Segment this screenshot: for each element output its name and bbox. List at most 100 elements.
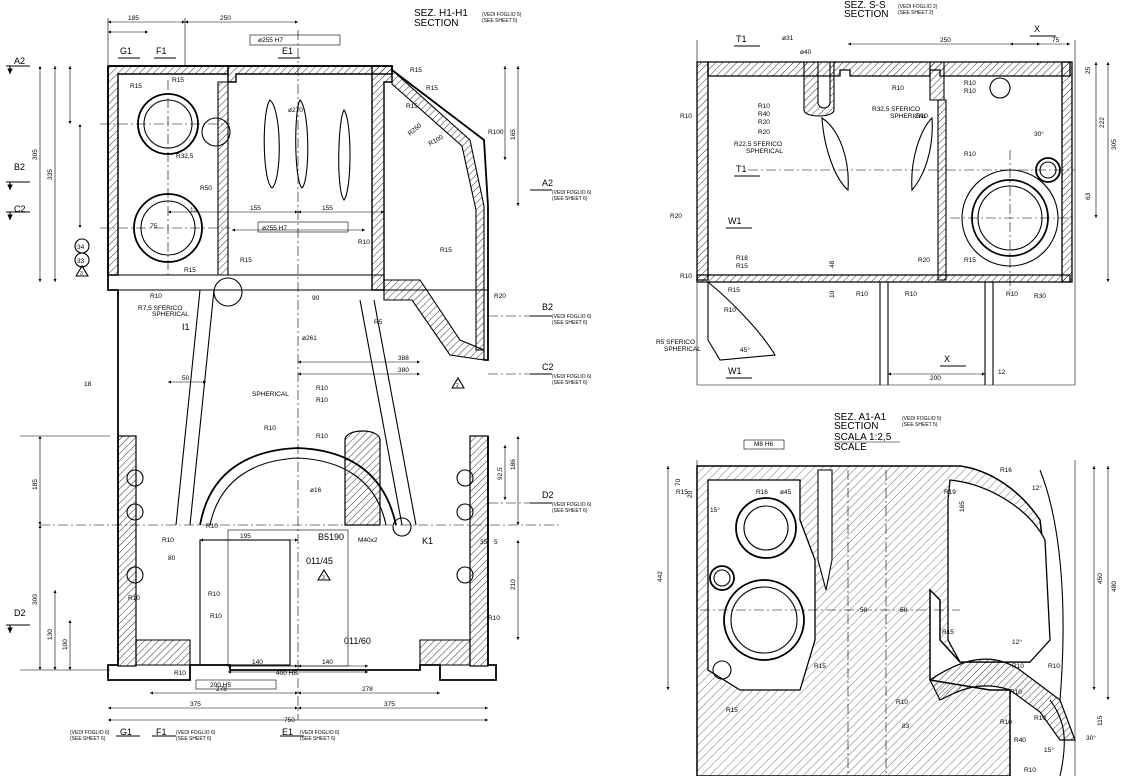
a1-bore-45: ø45 <box>780 489 792 496</box>
s-top-hatch <box>707 61 1071 77</box>
r15-e: R15 <box>240 257 252 264</box>
cut-a2-ref2: (SEE SHEET 6) <box>552 196 588 202</box>
r400: R100 <box>428 134 445 148</box>
s-sph-3: SPHERICAL <box>664 346 701 353</box>
a1-dim-83: 83 <box>902 723 910 730</box>
a1-m8: M8 H6 <box>754 441 774 448</box>
triangle-2-text: 2 <box>456 383 459 389</box>
dim-35: 35 <box>480 539 488 546</box>
label-m40: M40x2 <box>358 537 378 544</box>
a1-bore-lower-inner <box>730 586 798 654</box>
dim-18: 18 <box>84 381 92 388</box>
a1-subtitle: SECTION <box>834 421 878 432</box>
s-dim-75: 75 <box>1052 37 1060 44</box>
s-r10-c: R10 <box>892 85 904 92</box>
a1-r16-b: R16 <box>1000 467 1012 474</box>
label-i1: I1 <box>182 322 190 332</box>
a1-ang-12: 12° <box>1032 484 1042 492</box>
s-r15-b: R15 <box>728 287 740 294</box>
r7-5: R7,5 SFERICO <box>138 305 182 312</box>
cut-g1-ref: (VEDI FOGLIO 6) <box>70 730 110 736</box>
r7-5-sph: SPHERICAL <box>152 311 189 318</box>
dim-750: 750 <box>284 717 295 724</box>
r15-b: R15 <box>172 77 184 84</box>
a1-channel <box>817 469 833 591</box>
h1-right-web-hatch <box>371 65 393 291</box>
s-r15-sph: R5 SFERICO <box>656 339 695 346</box>
s-small-bore <box>989 77 1011 99</box>
s-sph-1: SPHERICAL <box>890 113 927 120</box>
a1-ref2: (SEE SHEET 5) <box>902 422 938 428</box>
h1-small-bore-2 <box>213 277 243 307</box>
dim-388: 388 <box>398 355 409 362</box>
cut-c2-ref2: (SEE SHEET 6) <box>552 380 588 386</box>
dim-75: 75 <box>150 223 158 230</box>
a1-dim-480: 480 <box>1111 581 1118 592</box>
a1-outer-curve-2 <box>1039 469 1064 701</box>
h1-ref2: (SEE SHEET 5) <box>482 18 518 24</box>
h1-small-bore <box>201 117 231 147</box>
h1-stem-right <box>359 299 403 526</box>
section-s-view: SEZ. S-S SECTION (VEDI FOGLIO 2) (SEE SH… <box>656 0 1118 386</box>
h1-slot-3 <box>338 109 351 201</box>
s-ref2: (SEE SHEET 2) <box>898 10 934 16</box>
s-ang-30: 30° <box>1034 130 1044 138</box>
a1-dim-450: 450 <box>1097 573 1104 584</box>
bore-255-frame <box>257 221 349 233</box>
h1-cut-markers-right <box>488 189 552 504</box>
s-r18: R18 <box>736 255 748 262</box>
r10-g: R10 <box>206 523 218 530</box>
cut-e1-ref2: (SEE SHEET 6) <box>300 736 336 742</box>
h1-slot-1 <box>263 99 280 189</box>
s-r10-h: R10 <box>680 273 692 280</box>
a1-ang-30: 30° <box>1086 734 1096 742</box>
s-r10-i: R10 <box>724 307 736 314</box>
dim-185v: 185 <box>32 479 39 490</box>
a1-bore-upper-inner <box>743 505 789 551</box>
s-cut-w1-top: W1 <box>728 216 742 226</box>
h1-box-2 <box>227 529 349 667</box>
cut-b2-ref: (VEDI FOGLIO 6) <box>552 314 592 320</box>
cut-f1-bottom: F1 <box>156 727 167 737</box>
s-floor-hatch <box>696 274 1071 283</box>
s-dim-200: 200 <box>930 375 941 382</box>
dim-200-frame <box>195 679 277 690</box>
s-horn-2 <box>911 116 933 192</box>
h1-hole-7 <box>392 517 412 537</box>
dim-155b: 155 <box>322 205 333 212</box>
label-011-60: 011/60 <box>344 636 371 646</box>
r250: R250 <box>407 122 424 138</box>
s-rib-1 <box>803 61 835 117</box>
dim-185: 185 <box>128 15 139 22</box>
h1-cut-markers-left <box>6 65 30 633</box>
s-r20-a: R20 <box>758 119 770 126</box>
a1-r10-f: R10 <box>1034 715 1046 722</box>
dim-278a: 278 <box>216 686 227 693</box>
s-dim-305: 305 <box>1111 139 1118 150</box>
dim-100: 100 <box>62 639 69 650</box>
s-dim-48: 48 <box>829 260 836 268</box>
dim-195: 195 <box>240 533 251 540</box>
r10-k: R10 <box>128 595 140 602</box>
s-dim-12: 12 <box>998 369 1006 376</box>
bore-256-frame <box>249 34 341 46</box>
s-r32: R32,5 SFERICO <box>872 106 920 113</box>
a1-dim-442: 442 <box>657 571 664 582</box>
s-r20-d: R20 <box>918 257 930 264</box>
s-right-wall <box>1061 61 1073 283</box>
r10-l: R10 <box>174 670 186 677</box>
h1-box-1 <box>199 539 291 666</box>
r15-c: R15 <box>426 85 438 92</box>
s-r10-f: R10 <box>964 151 976 158</box>
a1-dim-115: 115 <box>1097 715 1104 726</box>
section-a1-view: SEZ. A1-A1 SECTION (VEDI FOGLIO 5) (SEE … <box>657 412 1118 776</box>
r5-a: R15 <box>406 103 418 110</box>
a1-scale: SCALA 1:2,5 <box>834 432 892 443</box>
a1-r10-g: R10 <box>1024 767 1036 774</box>
h1-stem-left-2 <box>189 289 215 526</box>
cut-a2-left: A2 <box>14 56 25 66</box>
cut-e1-bottom: E1 <box>282 727 293 737</box>
dim-400: 400 H8 <box>276 670 297 677</box>
dim-140a: 140 <box>252 659 263 666</box>
